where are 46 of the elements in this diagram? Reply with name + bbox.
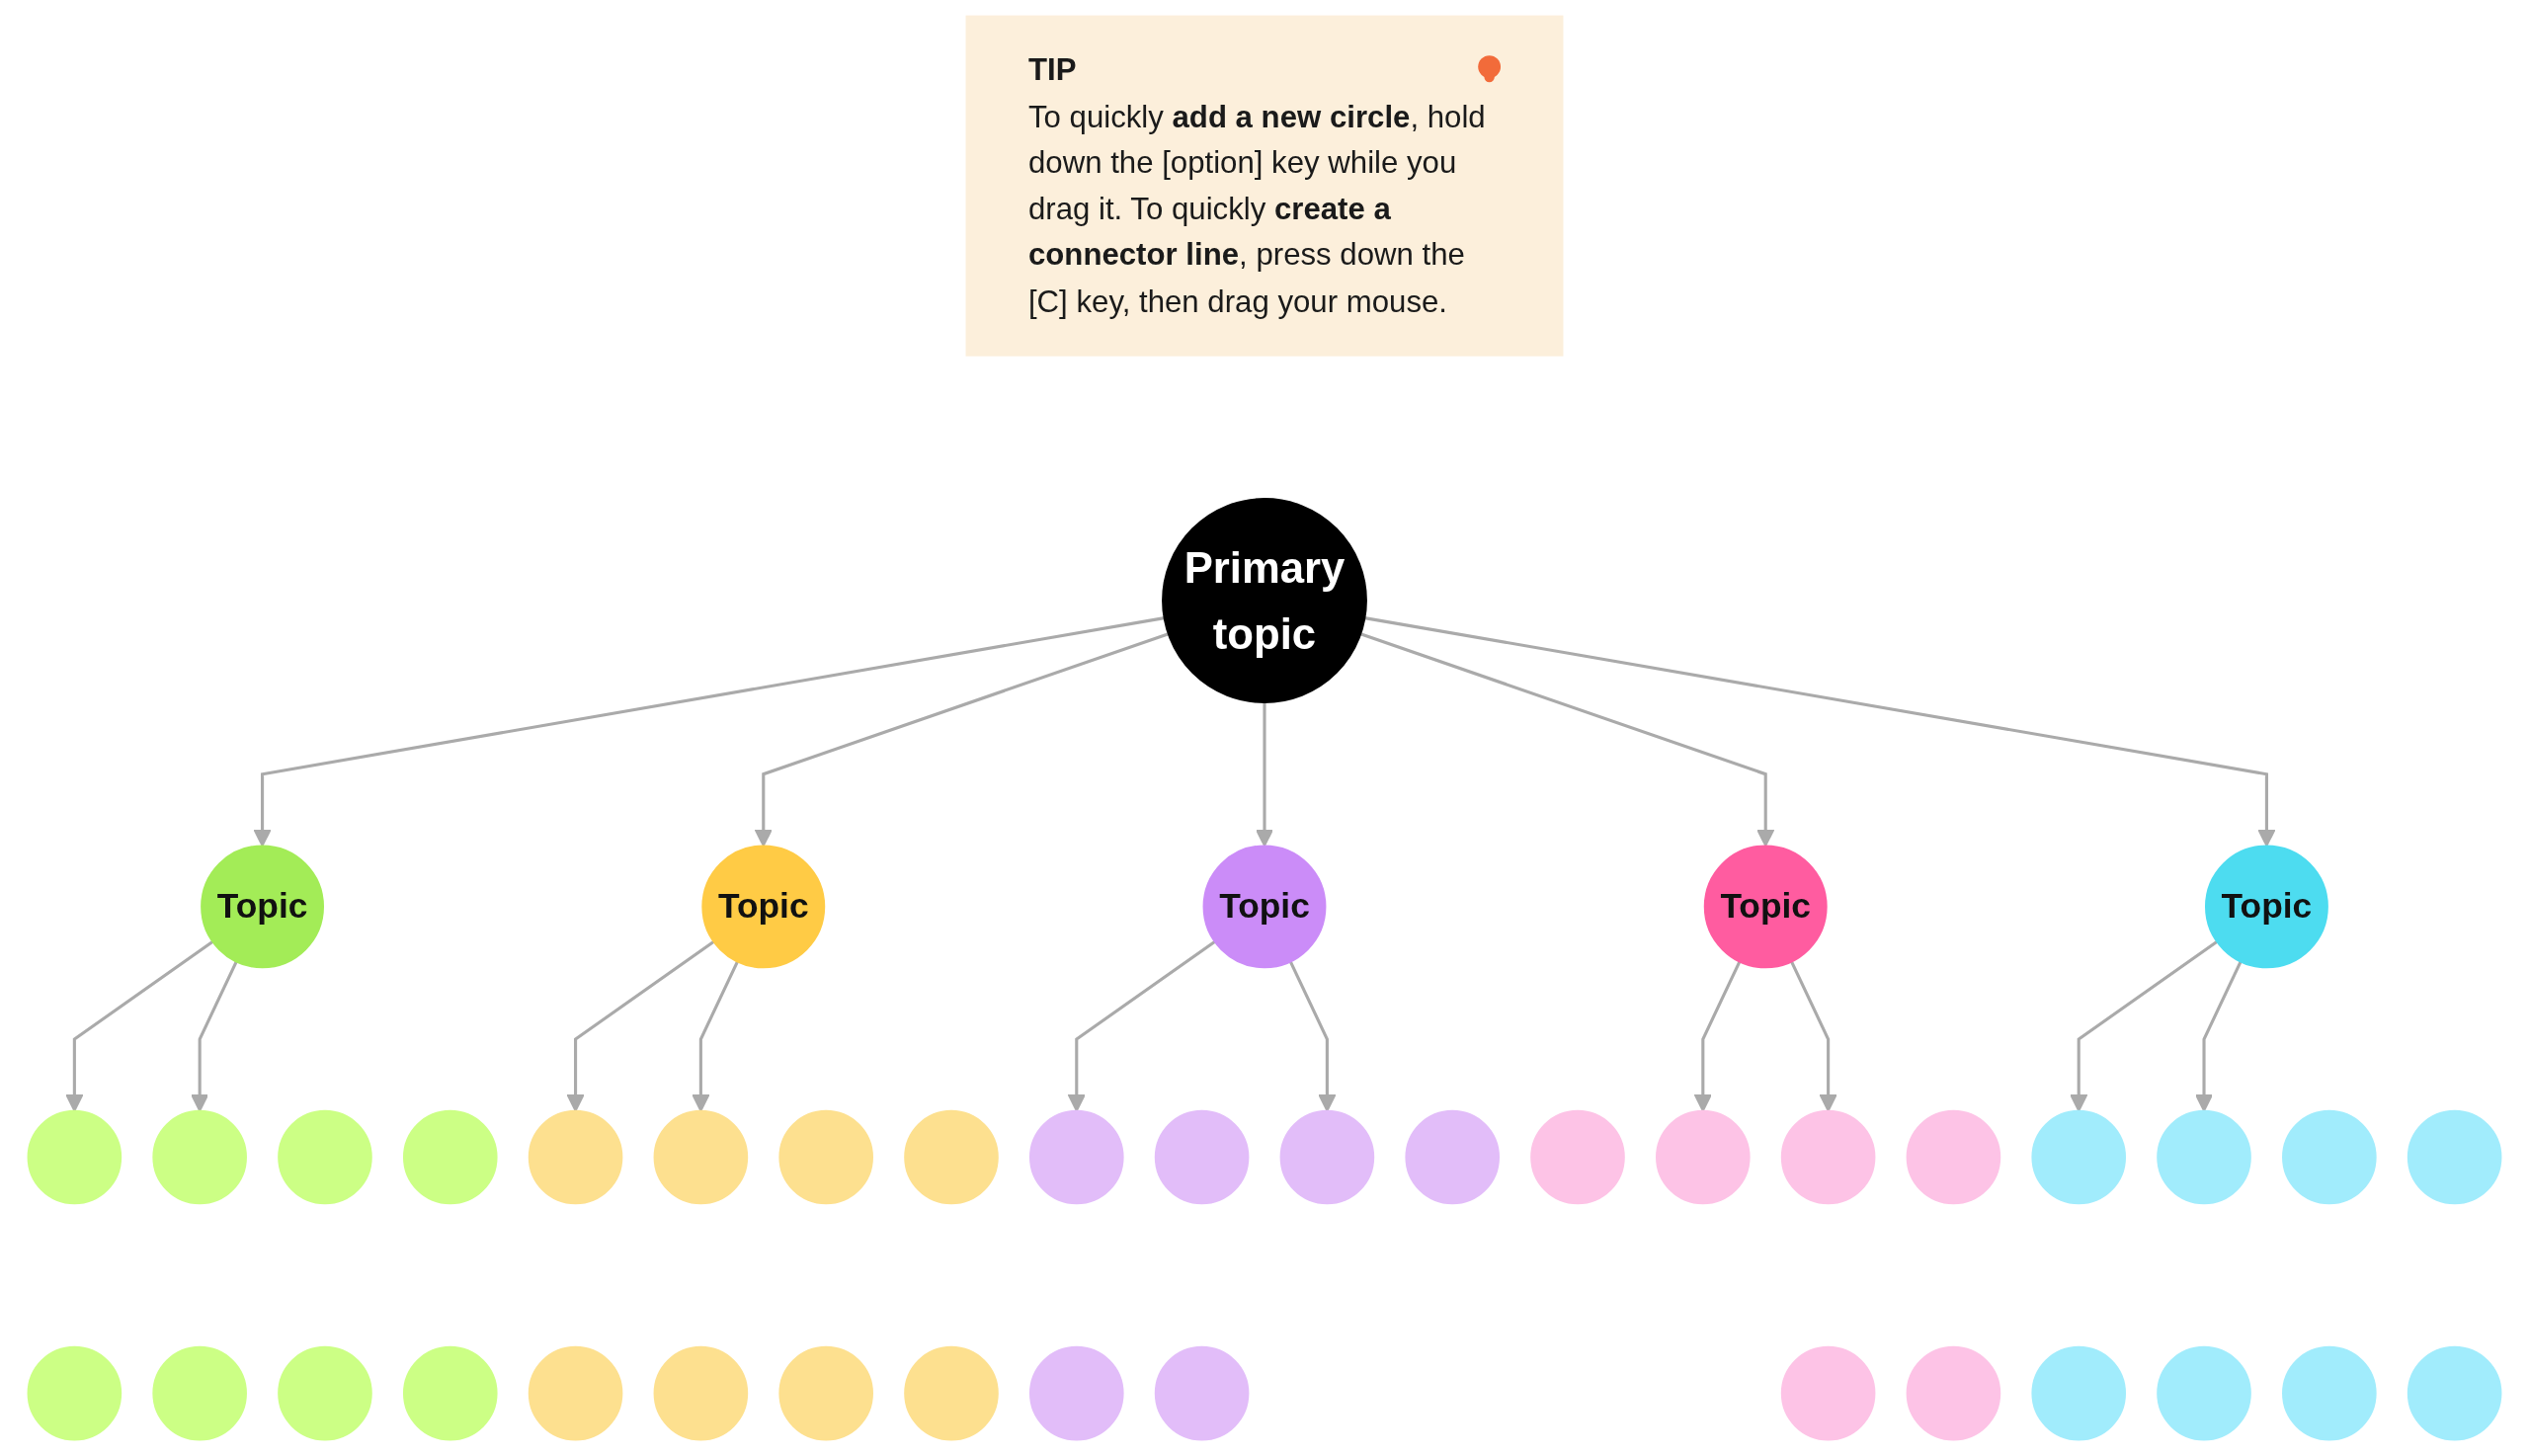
node-circle [2282, 1109, 2377, 1205]
node-circle [2157, 1345, 2251, 1441]
node-circle: Topic [201, 845, 324, 969]
node-circle [904, 1345, 999, 1441]
node-circle: Topic [1202, 845, 1327, 969]
node-circle [1780, 1345, 1876, 1441]
arrow [1693, 960, 1742, 1112]
node-circle [653, 1109, 749, 1205]
node-circle [2407, 1109, 2502, 1205]
node-circle: Topic [1703, 845, 1828, 969]
node-circle [1029, 1345, 1124, 1441]
node-circle [278, 1345, 372, 1441]
node-circle [278, 1109, 372, 1205]
node-circle [1780, 1109, 1876, 1205]
node-circle [1530, 1109, 1625, 1205]
node-circle [778, 1345, 873, 1441]
node-circle [402, 1109, 498, 1205]
node-circle [1154, 1345, 1250, 1441]
node-circle [1154, 1109, 1250, 1205]
node-circle [152, 1109, 247, 1205]
node-circle [528, 1109, 623, 1205]
node-box: TIP To quickly add a new circle, hold down the [option] key while you drag it. To quickly create a connector line, press down the [C] key, then drag your mouse. [965, 15, 1564, 357]
node-circle [1029, 1109, 1124, 1205]
node-circle [778, 1109, 873, 1205]
node-circle [1906, 1345, 2001, 1441]
arrow [1067, 939, 1216, 1112]
node-circle: Topic [2205, 845, 2328, 969]
node-circle [27, 1345, 122, 1441]
node-circle [2407, 1345, 2502, 1441]
node-circle [1906, 1109, 2001, 1205]
node-circle [2157, 1109, 2251, 1205]
node-circle [2031, 1109, 2127, 1205]
node-circle [653, 1345, 749, 1441]
node-circle [152, 1345, 247, 1441]
node-circle [402, 1345, 498, 1441]
arrow [2194, 960, 2243, 1112]
node-circle: Primary topic [1162, 498, 1367, 703]
node-circle [1656, 1109, 1751, 1205]
node-circle [528, 1345, 623, 1441]
node-circle [27, 1109, 122, 1205]
node-circle [904, 1109, 999, 1205]
node-circle [2031, 1345, 2127, 1441]
node-circle [1405, 1109, 1500, 1205]
node-circle [1279, 1109, 1375, 1205]
node-circle [2282, 1345, 2377, 1441]
node-circle: Topic [701, 845, 826, 969]
